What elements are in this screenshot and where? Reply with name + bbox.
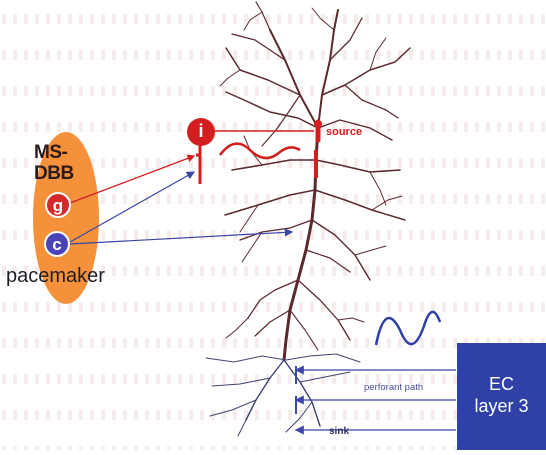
ms-dbb-label-line1: MS- xyxy=(34,142,74,163)
source-label: source xyxy=(326,126,362,138)
node-i: i xyxy=(187,118,215,146)
pacemaker-label: pacemaker xyxy=(6,265,105,288)
source-dot xyxy=(314,120,322,128)
perforant-path-label: perforant path xyxy=(364,382,423,393)
ec-layer3-box: EC layer 3 xyxy=(457,343,546,450)
ec-label-line2: layer 3 xyxy=(457,395,546,417)
ec-label-line1: EC xyxy=(457,373,546,395)
sink-label: sink xyxy=(329,426,349,437)
node-g: g xyxy=(45,192,71,218)
ms-dbb-label: MS- DBB xyxy=(34,142,74,184)
ms-dbb-label-line2: DBB xyxy=(34,163,74,184)
node-c: c xyxy=(44,231,70,257)
